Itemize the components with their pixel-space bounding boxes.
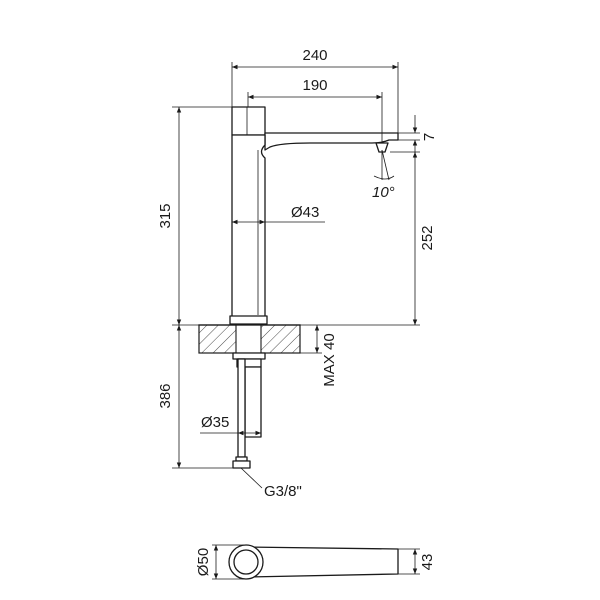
dim-spout-height: 7 — [398, 115, 438, 158]
dim-max-deck: MAX 40 — [300, 325, 338, 387]
lever-handle — [231, 106, 266, 136]
dim-spout-reach: 190 — [247, 77, 383, 143]
threaded-shank — [244, 366, 262, 438]
shank-assembly — [232, 352, 266, 469]
label-connection: G3/8" — [240, 467, 302, 500]
mixer-body — [231, 134, 266, 323]
dim-label-7: 7 — [421, 133, 438, 141]
label-g38: G3/8" — [264, 483, 302, 500]
dim-total-height: 315 — [157, 106, 232, 326]
dim-spout-angle: 10° — [372, 149, 395, 201]
mixer-top-view: Ø50 43 — [195, 544, 436, 580]
mixer-side-view — [229, 106, 399, 325]
dim-label-shank-dia: Ø35 — [201, 414, 229, 431]
dim-label-315: 315 — [157, 203, 174, 228]
dim-label-base-dia: Ø50 — [195, 548, 212, 576]
spout-arm — [264, 132, 399, 151]
dim-label-240: 240 — [302, 47, 327, 64]
flex-hose — [237, 358, 246, 458]
dim-label-252: 252 — [419, 225, 436, 250]
dim-width-total: 240 — [231, 47, 399, 133]
dim-outlet-height: 252 — [300, 151, 436, 326]
dim-shank-diameter: Ø35 — [200, 414, 261, 436]
base-collar — [229, 315, 268, 325]
dim-label-190: 190 — [302, 77, 327, 94]
dim-label-386: 386 — [157, 383, 174, 408]
dim-below-deck: 386 — [157, 325, 233, 469]
dim-label-43: 43 — [419, 554, 436, 571]
spout-outlet — [375, 142, 389, 153]
top-view-spout — [245, 546, 399, 578]
lock-nut — [232, 352, 266, 360]
mounting-deck — [198, 324, 301, 354]
dim-label-10-deg: 10° — [372, 184, 395, 201]
dim-label-body-dia: Ø43 — [291, 204, 319, 221]
hose-connector — [232, 460, 251, 469]
dim-body-diameter: Ø43 — [232, 204, 325, 225]
dim-label-max40: MAX 40 — [321, 333, 338, 386]
